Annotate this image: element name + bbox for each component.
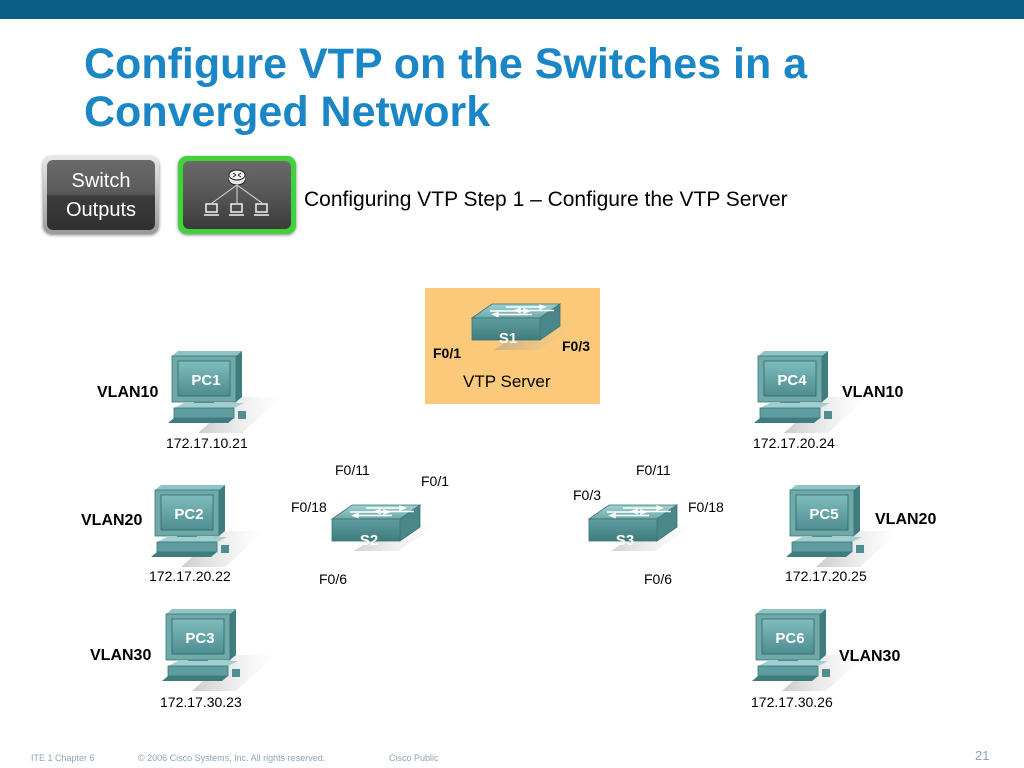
port-label-s2-f018: F0/18	[291, 499, 327, 515]
port-label-s1-f03: F0/3	[562, 338, 591, 354]
port-label-s3-f011: F0/11	[636, 462, 671, 478]
footer-copyright: © 2006 Cisco Systems, Inc. All rights re…	[138, 753, 326, 763]
topology-button[interactable]	[178, 156, 296, 234]
port-label-s3-f018: F0/18	[688, 499, 724, 515]
pc-5-label: PC5	[809, 506, 838, 523]
pc-5-vlan-label: VLAN20	[875, 511, 937, 528]
slide-title-line1: Configure VTP on the Switches in a	[84, 40, 808, 88]
top-banner	[0, 0, 1024, 19]
switch-s3: S3	[588, 504, 696, 552]
pc-2-ip-label: 172.17.20.22	[149, 568, 231, 584]
topology-icon	[204, 169, 269, 216]
switch-s2-label: S2	[360, 532, 378, 549]
port-label-s2-f011: F0/11	[335, 462, 370, 478]
pc-4-label: PC4	[777, 372, 807, 389]
switch-outputs-label-line2: Outputs	[65, 199, 137, 221]
pc-2: PC2	[150, 484, 266, 568]
pc-1-vlan-label: VLAN10	[97, 384, 159, 401]
page-number: 21	[975, 748, 990, 763]
pc-6-label: PC6	[775, 630, 804, 647]
pc-5-ip-label: 172.17.20.25	[785, 568, 867, 584]
switch-s1-label: S1	[499, 330, 517, 347]
pc-3-label: PC3	[185, 630, 214, 647]
pc-3-ip-label: 172.17.30.23	[160, 694, 242, 710]
switch-s2: S2	[331, 504, 439, 552]
footer-classification: Cisco Public	[389, 753, 439, 763]
pc-6: PC6	[751, 608, 867, 692]
pc-3: PC3	[161, 608, 277, 692]
pc-4-ip-label: 172.17.20.24	[753, 435, 835, 451]
port-label-s2-f01: F0/1	[421, 473, 450, 489]
pc-5: PC5	[785, 484, 901, 568]
pc-1: PC1	[167, 350, 283, 434]
slide-title-line2: Converged Network	[84, 88, 491, 136]
port-label-s3-f03: F0/3	[573, 487, 602, 503]
switch-s1: S1	[471, 303, 579, 351]
pc-4: PC4	[753, 350, 869, 434]
step-title: Configuring VTP Step 1 – Configure the V…	[304, 188, 788, 211]
slide-title: Configure VTP on the Switches in a Conve…	[84, 40, 807, 136]
switch-outputs-button[interactable]: Switch Outputs	[43, 156, 159, 234]
pc-2-vlan-label: VLAN20	[81, 512, 143, 529]
pc-6-ip-label: 172.17.30.26	[751, 694, 833, 710]
pc-1-ip-label: 172.17.10.21	[166, 435, 248, 451]
vtp-server-label: VTP Server	[463, 372, 551, 391]
pc-2-label: PC2	[174, 506, 203, 523]
pc-3-vlan-label: VLAN30	[90, 647, 152, 664]
port-label-s3-f06: F0/6	[644, 571, 673, 587]
port-label-s1-f01: F0/1	[433, 345, 462, 361]
switch-s3-label: S3	[616, 532, 634, 549]
port-label-s2-f06: F0/6	[319, 571, 348, 587]
pc-1-label: PC1	[191, 372, 220, 389]
switch-outputs-label-line1: Switch	[71, 170, 131, 192]
pc-4-vlan-label: VLAN10	[842, 384, 904, 401]
pc-6-vlan-label: VLAN30	[839, 648, 901, 665]
footer-chapter: ITE 1 Chapter 6	[31, 753, 95, 763]
